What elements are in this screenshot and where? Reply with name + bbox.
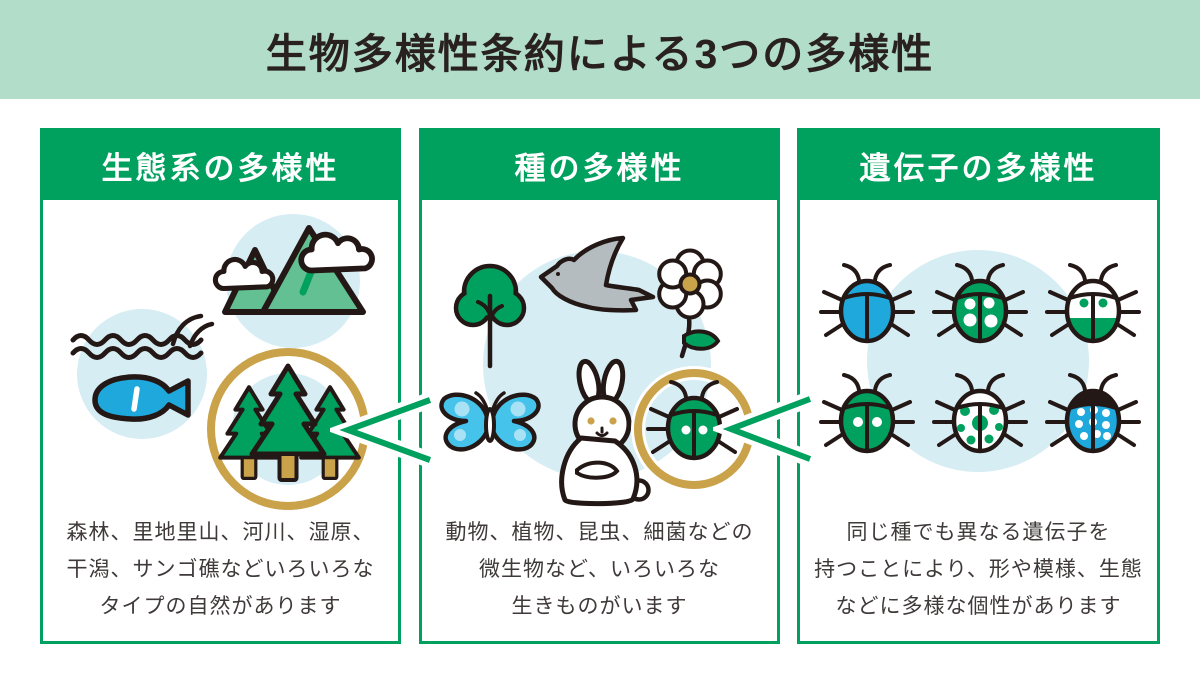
panel-species: 種の多様性 (419, 128, 780, 644)
beetle-green-white-spots-icon (932, 263, 1028, 344)
description-line: 持つことにより、形や模様、生態 (814, 558, 1143, 581)
chevron-right-icon (713, 391, 813, 467)
description-line: 同じ種でも異なる遺伝子を (846, 521, 1111, 544)
fish-icon (92, 374, 191, 422)
panel-genetic: 遺伝子の多様性 同じ種でも異なる遺伝子を 持つことにより、形や模様、生態 などに… (797, 128, 1160, 644)
panel-species-header: 種の多様性 (422, 131, 777, 200)
genetic-bg-circle (867, 250, 1089, 472)
description-line: 生きものがいます (511, 595, 688, 618)
description-line: 動物、植物、昆虫、細菌などの (445, 521, 754, 544)
cloud-icon (212, 256, 276, 292)
butterfly-icon (439, 391, 541, 452)
description-line: 微生物など、いろいろな (479, 558, 720, 581)
tree-icon (453, 263, 527, 369)
panel-ecosystem: 生態系の多様性 (40, 128, 401, 644)
bird-icon (538, 235, 656, 313)
panel-species-description: 動物、植物、昆虫、細菌などの 微生物など、いろいろな 生きものがいます (422, 514, 777, 625)
splash-icon (170, 313, 215, 349)
panel-ecosystem-header: 生態系の多様性 (43, 131, 398, 200)
beetle-blue-solid-icon (819, 263, 915, 344)
beetle-blue-white-dots-icon (1045, 373, 1141, 454)
beetle-white-green-belly-icon (1045, 263, 1141, 344)
description-line: などに多様な個性があります (835, 595, 1122, 618)
ecosystem-illustration (70, 214, 375, 510)
chevron-connector-left (330, 385, 440, 475)
cloud-icon (298, 231, 375, 274)
panel-genetic-header: 遺伝子の多様性 (800, 131, 1157, 200)
waves-icon (70, 333, 204, 360)
genetic-illustration (819, 250, 1141, 472)
description-line: 干潟、サンゴ礁などいろいろな (66, 558, 375, 581)
title-banner: 生物多様性条約による3つの多様性 (0, 0, 1200, 99)
rabbit-icon (559, 358, 651, 507)
chevron-left-icon (330, 392, 433, 468)
description-line: タイプの自然があります (99, 595, 342, 618)
pine-trees-icon (218, 363, 361, 482)
chevron-connector-right (713, 384, 823, 476)
description-line: 森林、里地里山、河川、湿原、 (66, 521, 375, 544)
panel-ecosystem-description: 森林、里地里山、河川、湿原、 干潟、サンゴ礁などいろいろな タイプの自然がありま… (43, 514, 398, 625)
panel-genetic-description: 同じ種でも異なる遺伝子を 持つことにより、形や模様、生態 などに多様な個性があり… (800, 514, 1157, 625)
beetle-green-two-spots-icon (819, 373, 915, 454)
species-bg-circle (483, 251, 711, 479)
species-illustration (439, 235, 757, 507)
beetle-white-green-dots-icon (932, 373, 1028, 454)
flower-icon (657, 248, 723, 359)
page-title: 生物多様性条約による3つの多様性 (265, 30, 935, 77)
